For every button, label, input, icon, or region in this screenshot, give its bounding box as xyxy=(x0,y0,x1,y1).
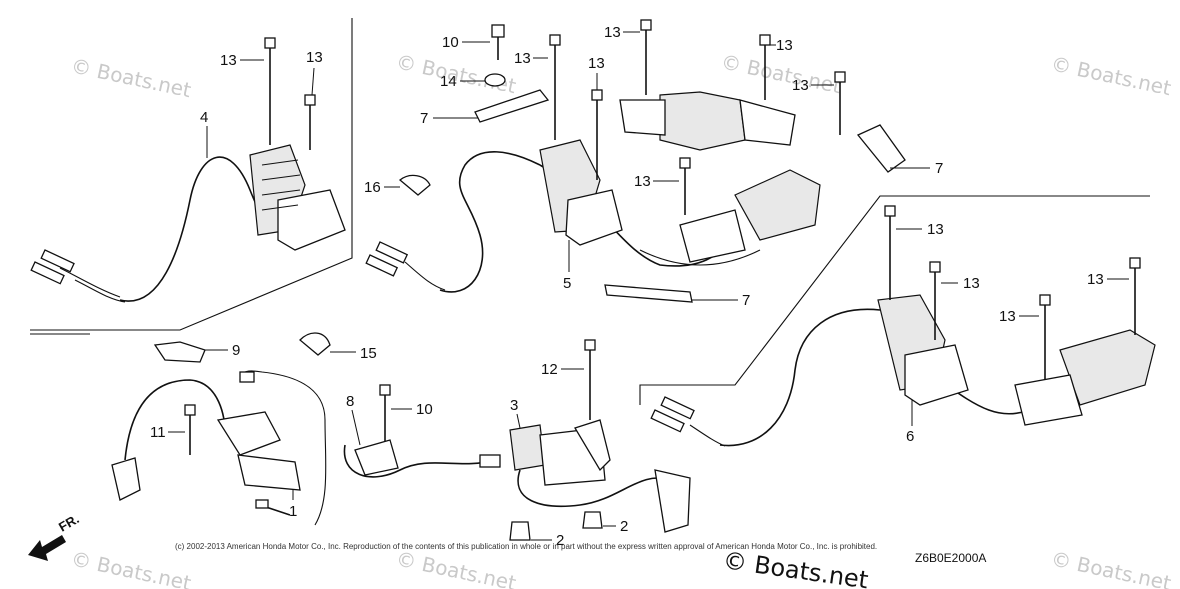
ignition-coil-1 xyxy=(111,332,391,526)
callout-13: 13 xyxy=(634,173,651,190)
callout-13: 13 xyxy=(514,50,531,67)
watermark-6: © Boats.net xyxy=(394,546,518,589)
bolt-group-c xyxy=(884,205,1141,380)
callout-13: 13 xyxy=(963,275,980,292)
watermark-1: © Boats.net xyxy=(69,53,193,102)
ignition-coil-4 xyxy=(30,144,346,303)
callout-13: 13 xyxy=(776,37,793,54)
control-unit-8 xyxy=(343,439,501,478)
callout-13: 13 xyxy=(220,52,237,69)
callout-2: 2 xyxy=(556,532,564,549)
bolt-group-a xyxy=(264,37,316,150)
ignition-coil-5-top xyxy=(619,91,796,151)
watermark-7: © Boats.net xyxy=(1049,546,1173,589)
callout-16: 16 xyxy=(364,179,381,196)
callout-10: 10 xyxy=(442,34,459,51)
callout-7: 7 xyxy=(742,292,750,309)
callout-12: 12 xyxy=(541,361,558,378)
callout-7: 7 xyxy=(420,110,428,127)
callout-11: 11 xyxy=(150,424,166,441)
callout-10: 10 xyxy=(416,401,433,418)
callout-13: 13 xyxy=(1087,271,1104,288)
ignition-coil-5 xyxy=(365,139,821,293)
callout-8: 8 xyxy=(346,393,354,410)
copyright-notice: (c) 2002-2013 American Honda Motor Co., … xyxy=(175,542,877,551)
callout-9: 9 xyxy=(232,342,240,359)
callout-5: 5 xyxy=(563,275,571,292)
bolt-group-b xyxy=(398,19,906,303)
watermark-4: © Boats.net xyxy=(1049,51,1173,100)
section-dividers xyxy=(30,18,1150,405)
callout-13: 13 xyxy=(588,55,605,72)
watermark-5: © Boats.net xyxy=(69,546,193,589)
callout-4: 4 xyxy=(200,109,208,126)
callout-2: 2 xyxy=(620,518,628,535)
watermark-large: © Boats.net xyxy=(721,546,870,589)
diagram-code: Z6B0E2000A xyxy=(915,551,986,565)
front-arrow-icon xyxy=(28,535,66,561)
callout-6: 6 xyxy=(906,428,914,445)
front-label: FR. xyxy=(56,511,82,534)
callout-13: 13 xyxy=(306,49,323,66)
ignition-coil-6 xyxy=(650,294,1156,447)
callout-14: 14 xyxy=(440,73,457,90)
callout-13: 13 xyxy=(604,24,621,41)
ignition-coil-3 xyxy=(509,339,691,541)
watermark-3: © Boats.net xyxy=(719,49,843,98)
callout-13: 13 xyxy=(792,77,809,94)
callouts-b: 10 13 14 7 13 13 13 13 13 7 16 5 7 xyxy=(364,24,943,309)
callout-13: 13 xyxy=(999,308,1016,325)
callouts-d: 9 15 8 10 11 1 3 12 2 2 xyxy=(150,342,628,549)
callout-13: 13 xyxy=(927,221,944,238)
callout-1: 1 xyxy=(289,503,297,520)
callouts-a: 13 13 4 xyxy=(200,49,323,158)
callouts-c: 13 13 13 13 6 xyxy=(896,221,1129,445)
callout-15: 15 xyxy=(360,345,377,362)
callout-7: 7 xyxy=(935,160,943,177)
callout-3: 3 xyxy=(510,397,518,414)
